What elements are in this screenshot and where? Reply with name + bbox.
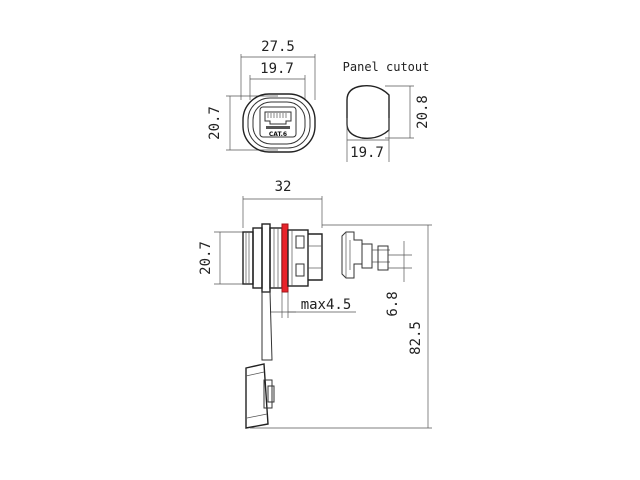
cutout-width-label: 19.7 bbox=[350, 145, 384, 161]
body-collar bbox=[269, 227, 283, 289]
jack-label: CAT.6 bbox=[269, 131, 287, 138]
side-height-label: 20.7 bbox=[198, 241, 214, 275]
front-flange bbox=[242, 93, 316, 153]
cutout-height-label: 20.8 bbox=[415, 95, 431, 129]
length-label: 32 bbox=[275, 179, 292, 195]
pin-height-label: 6.8 bbox=[385, 291, 401, 316]
dust-cap bbox=[245, 363, 275, 429]
sealing-gasket bbox=[281, 223, 289, 293]
cap-strap bbox=[261, 291, 273, 361]
rj45-port-icon bbox=[264, 111, 292, 125]
front-height-label: 20.7 bbox=[207, 106, 223, 140]
front-ring bbox=[247, 97, 311, 149]
side-view: 32 20.7 bbox=[198, 179, 432, 429]
cutout-shape bbox=[346, 85, 390, 140]
panel-cutout-title: Panel cutout bbox=[343, 60, 430, 74]
front-nut bbox=[252, 227, 263, 289]
panel-thickness-label: max4.5 bbox=[301, 297, 352, 313]
rear-clip bbox=[308, 233, 323, 281]
overall-width-label: 27.5 bbox=[261, 39, 295, 55]
inner-width-label: 19.7 bbox=[260, 61, 294, 77]
panel-cutout-view: Panel cutout 20.8 19.7 bbox=[343, 60, 431, 162]
lock-nut bbox=[261, 223, 271, 293]
rear-housing bbox=[287, 229, 309, 287]
idc-block bbox=[341, 231, 363, 279]
front-thread bbox=[242, 231, 254, 285]
front-view: 27.5 19.7 20.7 CAT.6 bbox=[207, 39, 316, 153]
front-inner-ring bbox=[252, 101, 306, 145]
pin-block bbox=[361, 243, 373, 269]
total-height-label: 82.5 bbox=[408, 321, 424, 355]
jack-latch bbox=[266, 126, 290, 129]
rj45-jack bbox=[259, 106, 297, 138]
